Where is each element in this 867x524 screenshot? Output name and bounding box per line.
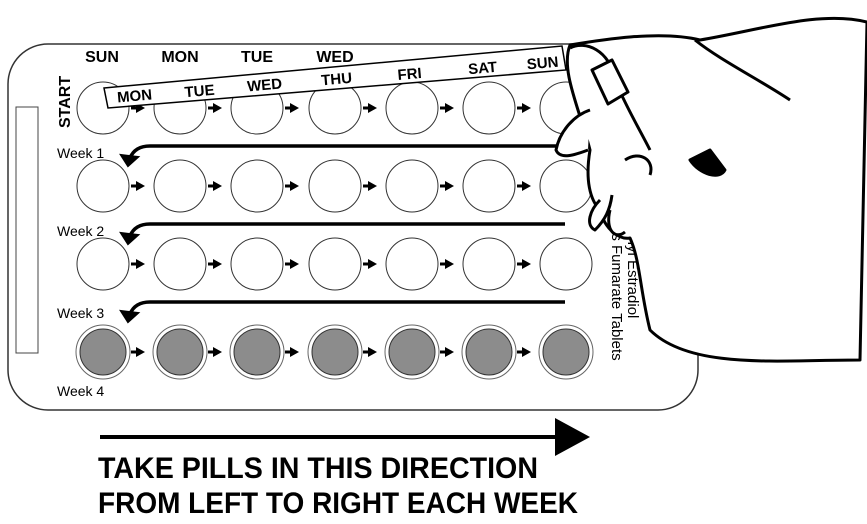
active-pill[interactable] <box>462 81 516 135</box>
inactive-pill[interactable] <box>233 328 281 376</box>
direction-arrow <box>100 418 590 456</box>
active-pill[interactable] <box>385 237 439 291</box>
arrowhead-icon <box>119 309 141 324</box>
instruction-line-2: FROM LEFT TO RIGHT EACH WEEK <box>98 487 578 520</box>
sticker-day: TUE <box>184 82 215 102</box>
week-label: Week 4 <box>57 383 104 399</box>
arrow-icon <box>290 181 299 191</box>
active-pill[interactable] <box>539 159 593 213</box>
active-pill[interactable] <box>462 159 516 213</box>
sticker-day: SAT <box>467 59 497 78</box>
arrow-icon <box>368 181 377 191</box>
day-sticker[interactable]: MON TUE WED THU FRI SAT SUN <box>103 45 567 109</box>
week-label: Week 1 <box>57 145 104 161</box>
week-label: Week 2 <box>57 223 104 239</box>
side-text-line-2: ds Fumarate Tablets <box>608 225 625 361</box>
hand-illustration <box>554 16 867 363</box>
arrow-icon <box>213 347 222 357</box>
active-pill[interactable] <box>462 237 516 291</box>
side-window <box>15 106 39 354</box>
arrow-icon <box>136 259 145 269</box>
active-pill[interactable] <box>308 159 362 213</box>
active-pill[interactable] <box>76 237 130 291</box>
arrow-icon <box>522 181 531 191</box>
active-pill[interactable] <box>539 237 593 291</box>
header-day: WED <box>316 49 353 66</box>
active-pill[interactable] <box>308 237 362 291</box>
arrow-icon <box>368 347 377 357</box>
inactive-pill[interactable] <box>465 328 513 376</box>
sticker-day: THU <box>321 70 353 90</box>
arrow-icon <box>136 347 145 357</box>
arrow-icon <box>213 103 222 113</box>
arrow-icon <box>136 181 145 191</box>
sticker-day: FRI <box>397 65 423 84</box>
arrow-icon <box>290 259 299 269</box>
inactive-pill[interactable] <box>311 328 359 376</box>
sticker-day: MON <box>116 87 152 107</box>
active-pill[interactable] <box>230 159 284 213</box>
arrow-icon <box>522 103 531 113</box>
week-label: Week 3 <box>57 305 104 321</box>
sticker-day: WED <box>246 76 283 96</box>
arrow-icon <box>213 259 222 269</box>
inactive-pill[interactable] <box>79 328 127 376</box>
header-day: SUN <box>85 49 119 66</box>
arrowhead-icon <box>119 153 141 168</box>
arrow-icon <box>368 259 377 269</box>
start-label: START <box>57 76 74 128</box>
inactive-pill[interactable] <box>542 328 590 376</box>
arrowhead-icon <box>119 231 141 246</box>
inactive-pill[interactable] <box>388 328 436 376</box>
instruction-line-1: TAKE PILLS IN THIS DIRECTION <box>98 452 538 485</box>
active-pill[interactable] <box>385 81 439 135</box>
arrow-icon <box>290 347 299 357</box>
arrow-icon <box>445 259 454 269</box>
arrow-icon <box>213 181 222 191</box>
active-pill[interactable] <box>153 159 207 213</box>
active-pill[interactable] <box>76 159 130 213</box>
active-pill[interactable] <box>230 237 284 291</box>
active-pill[interactable] <box>153 237 207 291</box>
sticker-day: SUN <box>526 54 559 74</box>
arrow-icon <box>522 347 531 357</box>
arrow-icon <box>445 181 454 191</box>
header-day: TUE <box>241 49 273 66</box>
inactive-pill[interactable] <box>156 328 204 376</box>
arrow-icon <box>445 347 454 357</box>
arrow-icon <box>368 103 377 113</box>
header-day: MON <box>161 49 198 66</box>
arrow-icon <box>522 259 531 269</box>
arrow-icon <box>445 103 454 113</box>
arrow-icon <box>290 103 299 113</box>
active-pill[interactable] <box>385 159 439 213</box>
